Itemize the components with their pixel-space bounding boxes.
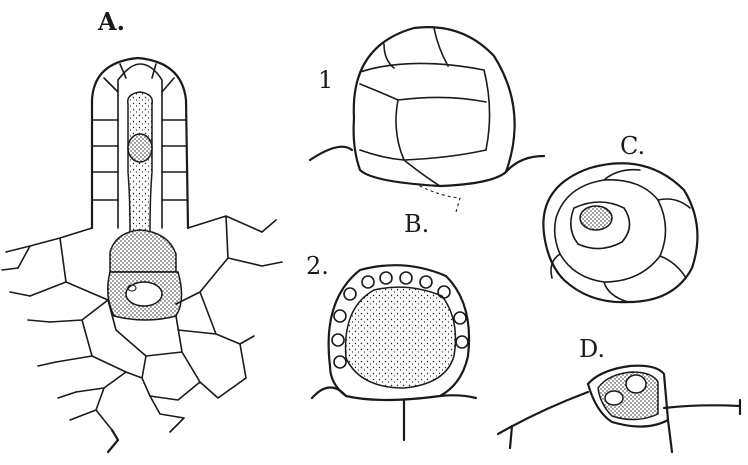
figure-2-antheridium-section bbox=[312, 265, 476, 440]
label-a: A. bbox=[98, 10, 125, 34]
label-d: D. bbox=[579, 337, 605, 361]
label-c: C. bbox=[620, 134, 645, 158]
figure-a-archegonium bbox=[2, 58, 282, 452]
figure-1-antheridium bbox=[310, 27, 544, 212]
label-b: B. bbox=[404, 212, 429, 236]
label-1: 1 bbox=[318, 68, 333, 92]
figure-c-antheridium-surface bbox=[543, 163, 697, 302]
figure-d-young-cell bbox=[498, 366, 740, 452]
label-2: 2. bbox=[306, 254, 329, 278]
